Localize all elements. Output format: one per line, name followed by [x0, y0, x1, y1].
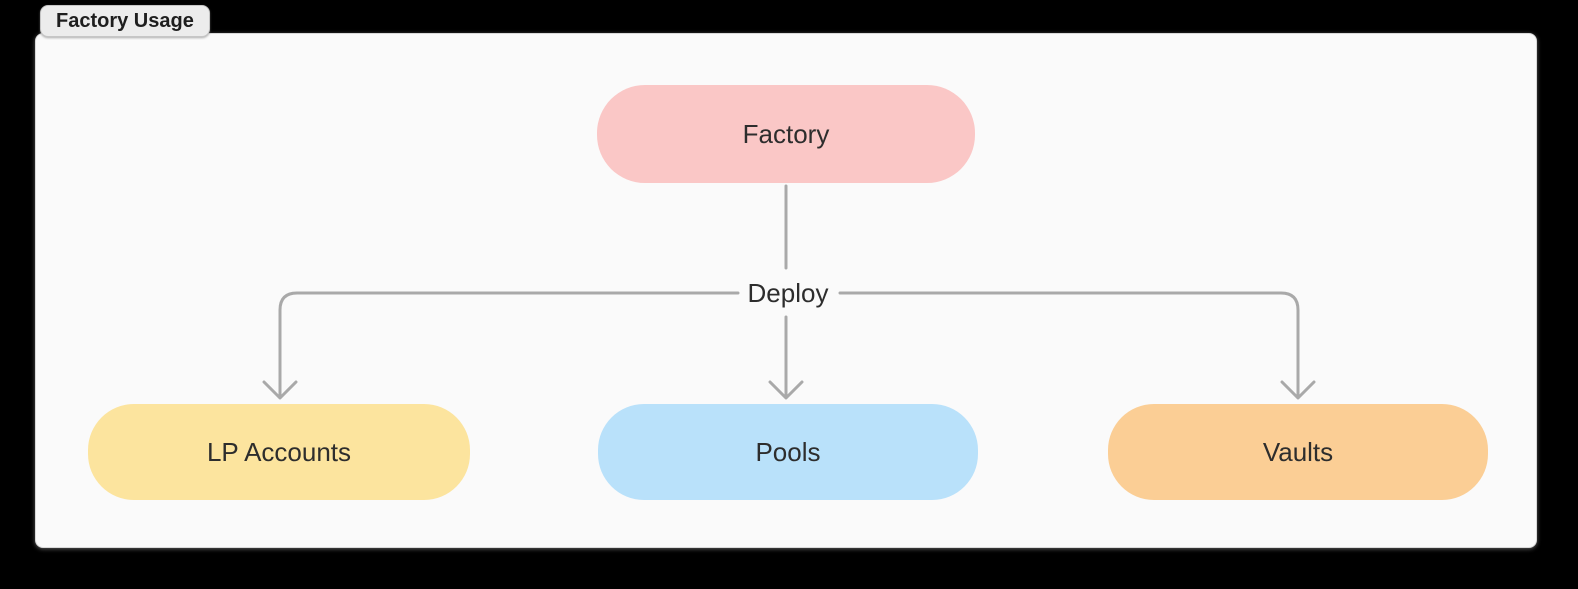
- node-lp-accounts: LP Accounts: [88, 404, 470, 500]
- tab-factory-usage[interactable]: Factory Usage: [40, 5, 210, 37]
- node-pools: Pools: [598, 404, 978, 500]
- node-factory: Factory: [597, 85, 975, 183]
- edge-label-deploy: Deploy: [747, 278, 829, 308]
- node-vaults: Vaults: [1108, 404, 1488, 500]
